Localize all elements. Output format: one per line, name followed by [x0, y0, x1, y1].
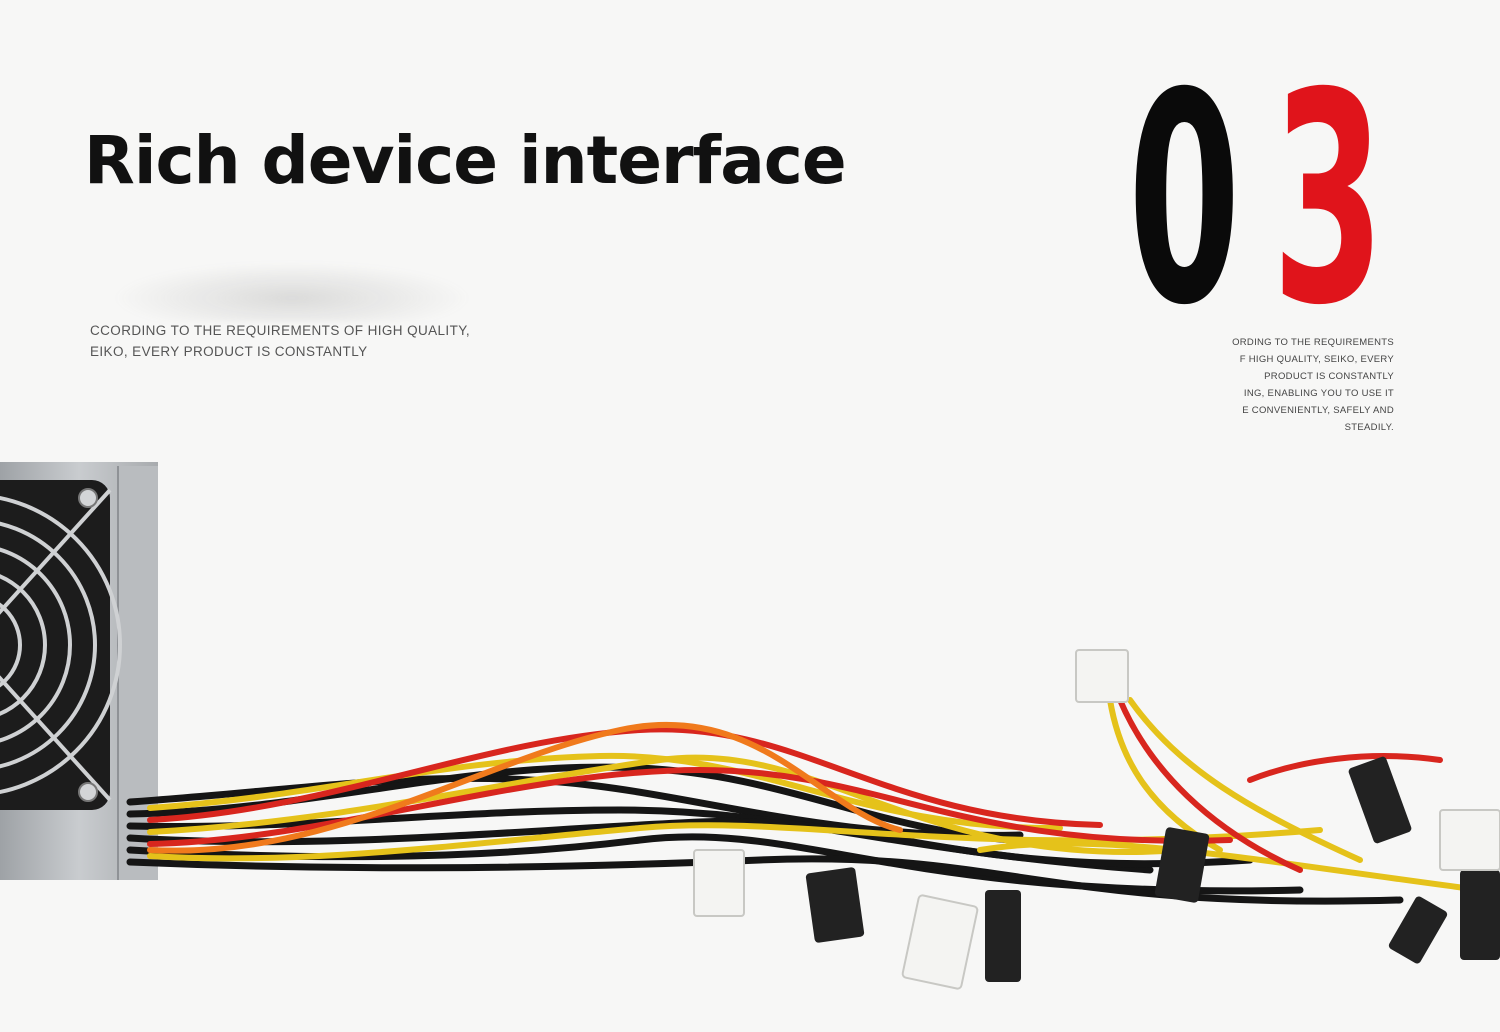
- molex-connector-right: [1439, 809, 1500, 871]
- fan-grille-icon: [0, 480, 122, 810]
- caption-right-line: ING, ENABLING YOU TO USE IT: [1243, 388, 1394, 399]
- caption-left-line: EIKO, EVERY PRODUCT IS CONSTANTLY: [90, 344, 368, 359]
- molex-connector-top: [1075, 649, 1129, 703]
- caption-right-line: F HIGH QUALITY, SEIKO, EVERY: [1239, 354, 1394, 365]
- section-number-digit-three: 3: [1272, 32, 1385, 369]
- molex-connector-center: [901, 894, 979, 990]
- cable-bundle: [126, 697, 1483, 905]
- caption-right-line: STEADILY.: [1344, 422, 1394, 433]
- page-title: Rich device interface: [84, 122, 847, 199]
- section-number-digit-zero: 0: [1128, 32, 1241, 369]
- caption-right-line: E CONVENIENTLY, SAFELY AND: [1242, 405, 1394, 416]
- sata-connector: [805, 756, 1500, 982]
- caption-left: CCORDING TO THE REQUIREMENTS OF HIGH QUA…: [90, 320, 470, 362]
- power-supply-photo: [0, 462, 1500, 990]
- caption-right: ORDING TO THE REQUIREMENTS F HIGH QUALIT…: [1190, 334, 1394, 436]
- caption-right-line: ORDING TO THE REQUIREMENTS: [1232, 337, 1394, 348]
- faded-text-smudge: [112, 262, 472, 322]
- caption-right-line: PRODUCT IS CONSTANTLY: [1264, 371, 1394, 382]
- molex-connector-left: [693, 849, 745, 917]
- caption-left-line: CCORDING TO THE REQUIREMENTS OF HIGH QUA…: [90, 323, 471, 338]
